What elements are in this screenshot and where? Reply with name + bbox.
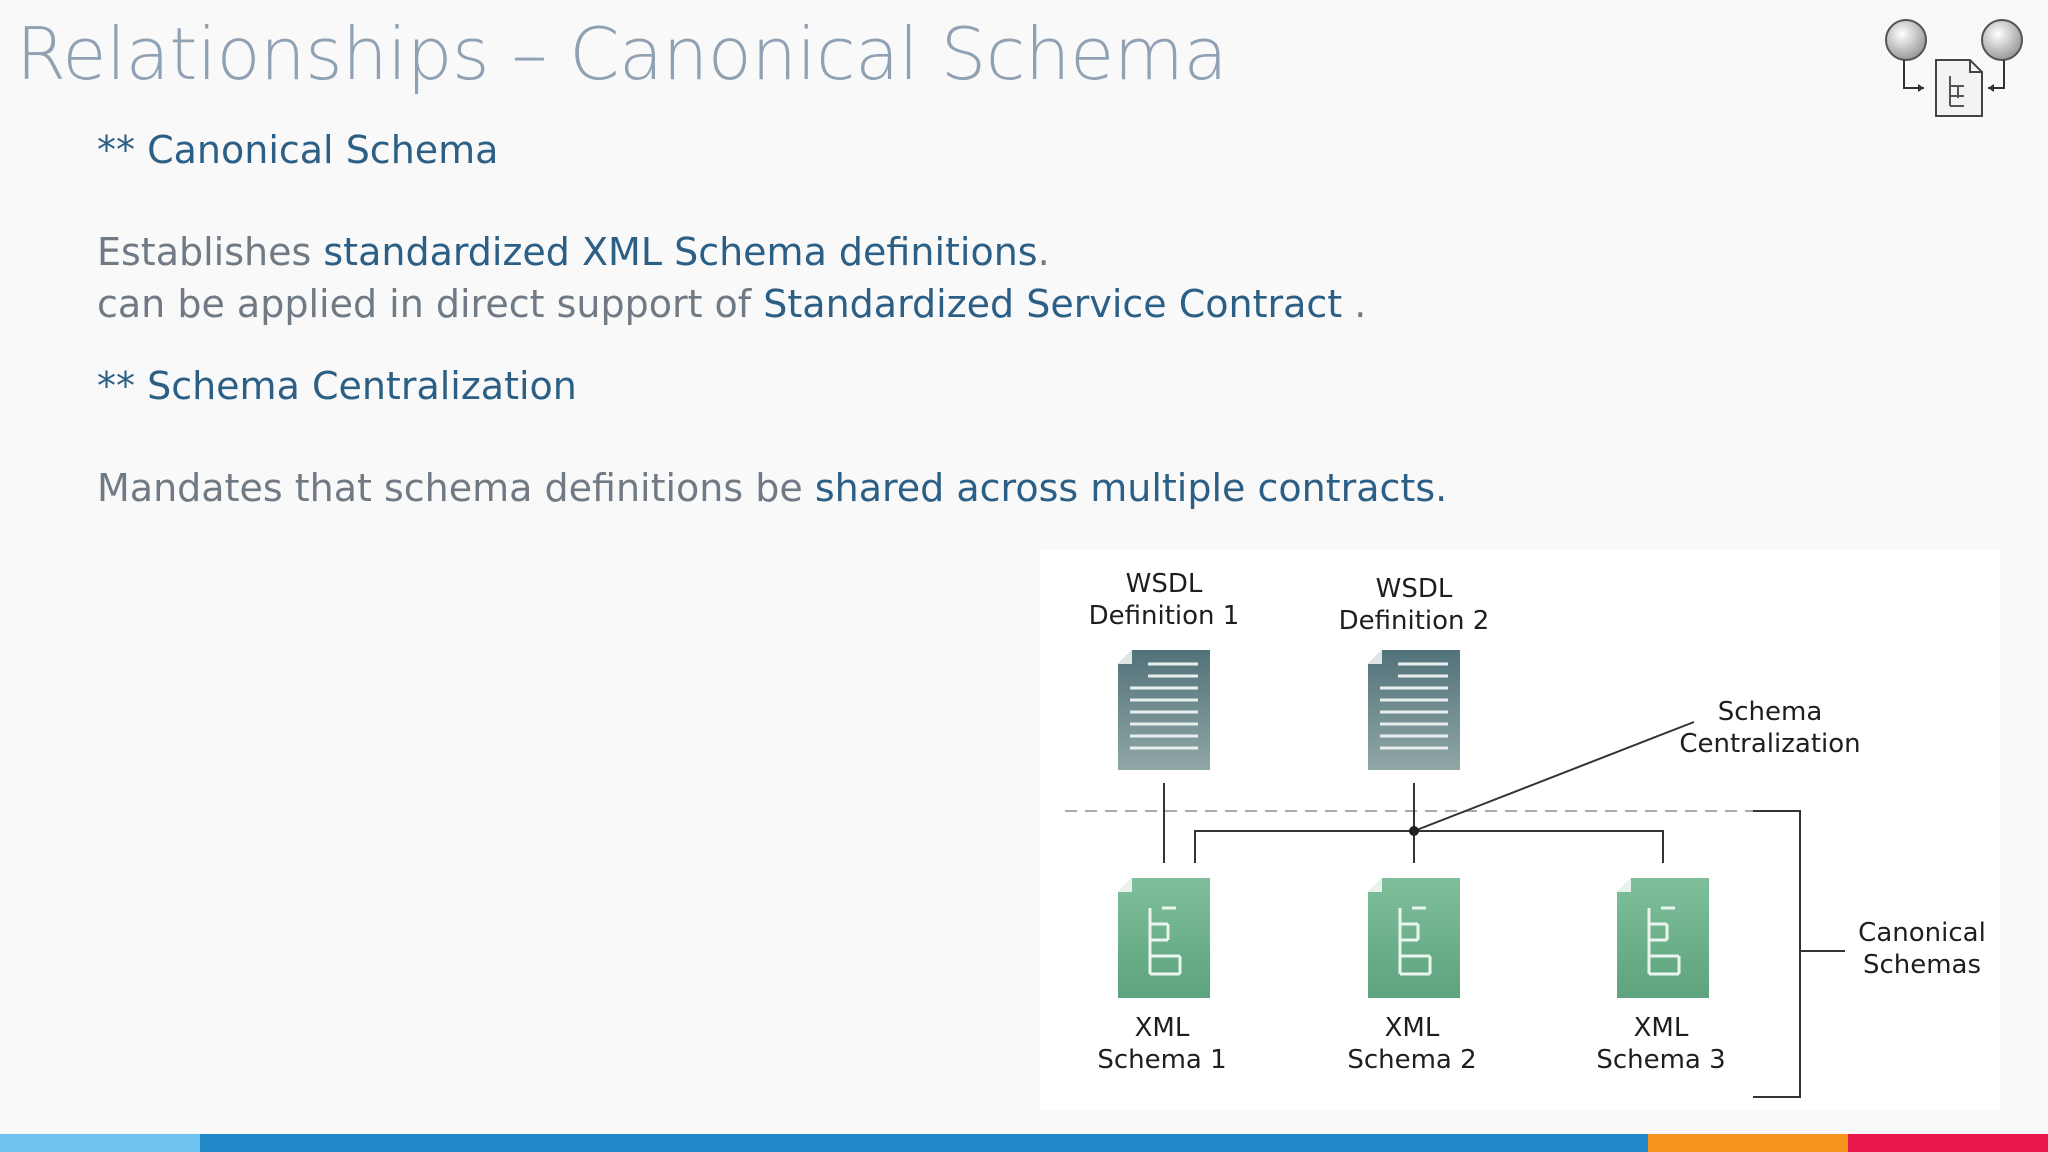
label-line: Definition 1 (1088, 601, 1240, 631)
xml-schema-icon (1118, 878, 1210, 998)
text-segment: . (1342, 282, 1367, 326)
wsdl-document-icon (1118, 650, 1210, 770)
schema-centralization-heading: ** Schema Centralization (97, 364, 577, 408)
diagram-connectors (1065, 650, 1845, 1098)
label-line: WSDL (1375, 574, 1453, 604)
canonical-schema-line-2: can be applied in direct support of Stan… (97, 282, 1366, 326)
slide-title: Relationships – Canonical Schema (16, 12, 1228, 96)
label-line: Schema 3 (1596, 1045, 1726, 1075)
wsdl-definition-2-label: WSDL Definition 2 (1334, 573, 1494, 637)
footer-color-bar (0, 1134, 2048, 1152)
text-segment: . (1037, 230, 1050, 274)
footer-segment-orange (1648, 1134, 1848, 1152)
label-line: WSDL (1125, 569, 1203, 599)
canonical-schemas-label: Canonical Schemas (1847, 917, 1997, 981)
highlight-text: standardized XML Schema definitions (323, 230, 1038, 274)
xml-schema-2-label: XML Schema 2 (1342, 1012, 1482, 1076)
canonical-schema-heading: ** Canonical Schema (97, 128, 499, 172)
label-line: Schema (1717, 697, 1823, 727)
footer-segment-red (1848, 1134, 2048, 1152)
label-line: XML (1134, 1013, 1190, 1043)
wsdl-document-icon (1368, 650, 1460, 770)
text-segment: Mandates that schema definitions be (97, 466, 815, 510)
label-line: Schema 2 (1347, 1045, 1477, 1075)
label-line: XML (1633, 1013, 1689, 1043)
label-line: Definition 2 (1338, 606, 1490, 636)
canonical-schema-diagram: WSDL Definition 1 WSDL Definition 2 XML … (1040, 550, 2000, 1110)
footer-segment-blue (200, 1134, 1648, 1152)
xml-schema-icon (1617, 878, 1709, 998)
schema-centralization-label: Schema Centralization (1670, 696, 1870, 760)
text-segment: can be applied in direct support of (97, 282, 764, 326)
label-line: XML (1384, 1013, 1440, 1043)
wsdl-definition-1-label: WSDL Definition 1 (1084, 568, 1244, 632)
label-line: Schema 1 (1097, 1045, 1227, 1075)
xml-schema-1-label: XML Schema 1 (1092, 1012, 1232, 1076)
xml-schema-icon (1368, 878, 1460, 998)
xml-schema-3-label: XML Schema 3 (1591, 1012, 1731, 1076)
footer-segment-light-blue (0, 1134, 200, 1152)
soa-logo-icon (1885, 19, 2023, 117)
text-segment: Establishes (97, 230, 324, 274)
highlight-text: shared across multiple contracts. (814, 466, 1448, 510)
label-line: Canonical (1858, 918, 1986, 948)
label-line: Centralization (1679, 729, 1861, 759)
highlight-text: Standardized Service Contract (763, 282, 1343, 326)
canonical-schema-line-1: Establishes standardized XML Schema defi… (97, 230, 1050, 274)
label-line: Schemas (1862, 950, 1982, 980)
schema-centralization-line-1: Mandates that schema definitions be shar… (97, 466, 1447, 510)
